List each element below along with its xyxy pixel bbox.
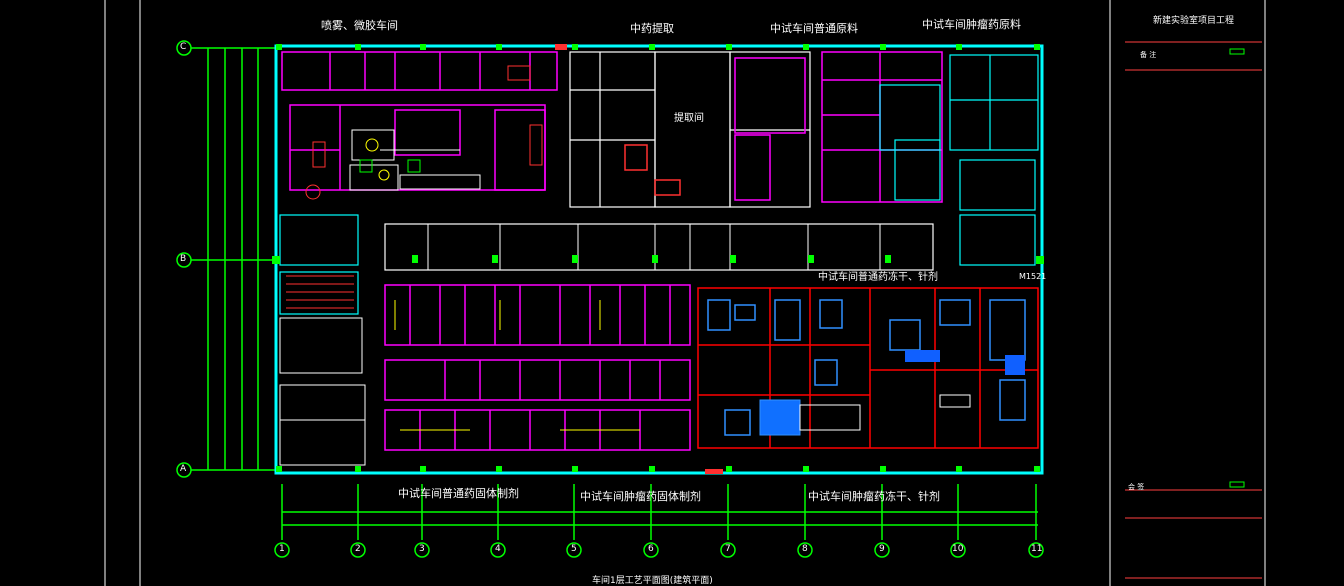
grid-bubbles: [176, 40, 1044, 558]
label-herb-extract: 中药提取: [630, 22, 674, 35]
rooms-herb-extract: [569, 51, 811, 208]
rooms-freeze-injection: [697, 287, 1039, 449]
column-markers: [272, 44, 1044, 472]
title-block-project: 新建实验室项目工程: [1153, 16, 1235, 26]
drawing-frame: [104, 0, 1266, 586]
grid-col-7: 7: [725, 544, 731, 554]
grid-col-3: 3: [419, 544, 425, 554]
grid-row-a: A: [180, 464, 187, 474]
grid-col-8: 8: [802, 544, 808, 554]
label-door-tag: M1521: [1019, 272, 1047, 281]
label-trial-antitumor-freeze: 中试车间肿瘤药冻干、针剂: [808, 490, 940, 503]
label-trial-general-solid: 中试车间普通药固体制剂: [398, 487, 519, 500]
grid-row-b: B: [180, 254, 187, 264]
label-extract-room: 提取间: [674, 113, 704, 124]
grid-col-9: 9: [879, 544, 885, 554]
title-block-remark: 备 注: [1140, 51, 1157, 59]
label-trial-general-raw: 中试车间普通原料: [770, 22, 858, 35]
grid-col-2: 2: [355, 544, 361, 554]
central-corridor: [384, 223, 934, 271]
label-trial-antitumor-solid: 中试车间肿瘤药固体制剂: [580, 490, 701, 503]
grid-row-c: C: [180, 42, 187, 52]
rooms-spray-capsule: [281, 51, 558, 191]
grid-col-10: 10: [952, 544, 964, 554]
grid-col-6: 6: [648, 544, 654, 554]
rooms-general-solid: [384, 284, 691, 451]
rooms-antitumor-raw: [821, 51, 943, 203]
label-spray-capsule: 喷雾、微胶车间: [321, 19, 398, 32]
grid-col-1: 1: [279, 544, 285, 554]
building-outline: [274, 44, 1044, 475]
grid-col-5: 5: [571, 544, 577, 554]
left-dimension-lines: [190, 47, 275, 471]
drawing-title: 车间1层工艺平面图(建筑平面): [592, 576, 713, 586]
label-trial-antitumor-raw: 中试车间肿瘤药原料: [922, 18, 1021, 31]
title-block-sign: 会 签: [1128, 483, 1145, 491]
bottom-dimension-lines: [281, 484, 1038, 540]
title-block: [1125, 41, 1262, 579]
label-general-freeze: 中试车间普通药冻干、针剂: [818, 272, 938, 283]
grid-col-4: 4: [495, 544, 501, 554]
grid-col-11: 11: [1031, 544, 1043, 554]
